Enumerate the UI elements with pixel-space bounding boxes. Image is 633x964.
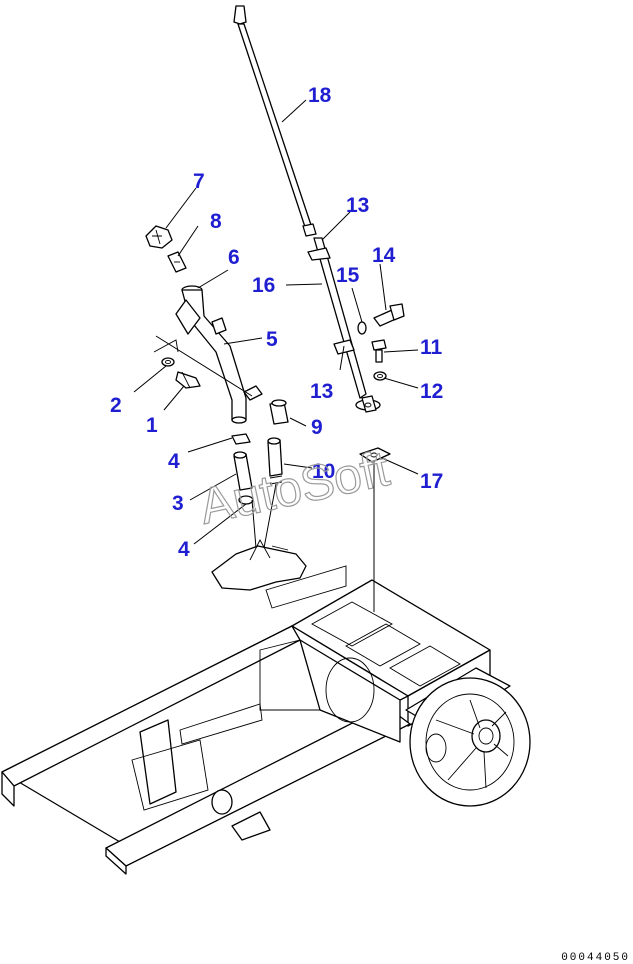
- callout-4-upper: 4: [168, 450, 180, 473]
- callout-3: 3: [172, 492, 184, 515]
- callout-16: 16: [252, 274, 275, 297]
- callout-15: 15: [336, 264, 360, 287]
- part-5-filler-tube: [153, 285, 263, 424]
- leader-lines: [133, 99, 419, 612]
- callout-11: 11: [420, 336, 443, 359]
- part-18-dipstick-rod: [233, 5, 317, 237]
- callout-18: 18: [308, 84, 332, 107]
- callout-9: 9: [311, 416, 323, 439]
- callout-13-lower: 13: [310, 380, 333, 403]
- callouts: 18 7 13 8 6 14 15 16 5 11 13 12 2 1 9 4 …: [110, 84, 443, 561]
- callout-7: 7: [193, 170, 205, 193]
- part-14-bolt: [373, 303, 405, 327]
- part-7-cap: [145, 225, 173, 249]
- part-12-washer: [373, 371, 387, 381]
- mounting-pad: [211, 539, 347, 609]
- part-15-washer: [357, 321, 367, 335]
- part-10-fitting: [267, 437, 283, 485]
- part-8-clip: [167, 251, 187, 273]
- part-2-washer: [161, 357, 175, 367]
- callout-6: 6: [228, 246, 240, 269]
- callout-2: 2: [110, 394, 122, 417]
- callout-10: 10: [312, 460, 335, 483]
- part-17-gasket: [359, 447, 391, 463]
- part-9-adapter: [269, 399, 289, 425]
- document-number: 00044050: [561, 952, 630, 964]
- callout-12: 12: [420, 380, 443, 403]
- part-1-bolt: [175, 371, 201, 389]
- callout-1: 1: [146, 414, 158, 437]
- callout-14: 14: [372, 244, 396, 267]
- main-frame: [1, 579, 491, 875]
- callout-17: 17: [420, 470, 443, 493]
- watermark-text: AutoSoft: [195, 440, 394, 535]
- part-11-bolt: [371, 339, 387, 363]
- callout-8: 8: [210, 210, 222, 233]
- callout-4-lower: 4: [178, 538, 190, 561]
- part-16-guide-tube: [307, 237, 381, 413]
- callout-13-upper: 13: [346, 194, 369, 217]
- part-3-pipe: [233, 451, 253, 491]
- part-4-gasket-upper: [231, 433, 251, 445]
- final-drive-housing: [405, 667, 531, 807]
- callout-5: 5: [266, 328, 278, 351]
